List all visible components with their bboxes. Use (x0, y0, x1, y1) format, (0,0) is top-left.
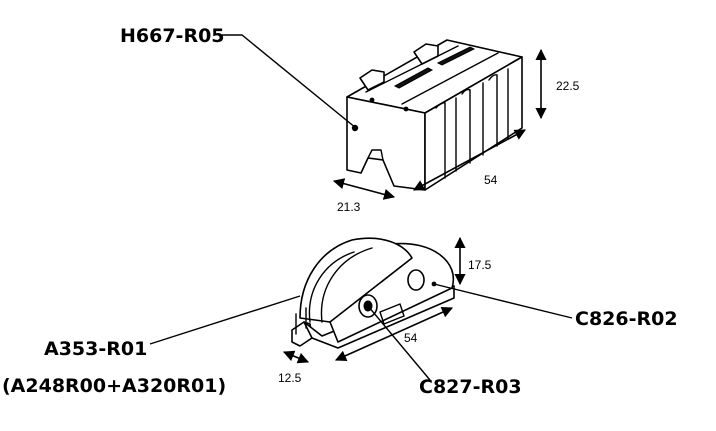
leader-line-right (433, 283, 573, 319)
bottom-part-drawing (291, 237, 455, 349)
bottom-length-dimension-line (334, 307, 454, 361)
dim-label-top-width: 21.3 (337, 200, 361, 214)
part-label-c827: C827-R03 (419, 376, 522, 398)
dim-label-top-height: 22.5 (556, 79, 580, 93)
top-width-dimension-line (332, 178, 396, 200)
leader-line-bottom (367, 305, 431, 381)
part-label-a353: A353-R01 (44, 338, 147, 360)
dim-label-bottom-length: 54 (404, 331, 418, 345)
part-label-c826: C826-R02 (575, 308, 678, 330)
bottom-width-dimension-line (282, 350, 310, 364)
part-label-a353-sub: (A248R00+A320R01) (2, 375, 226, 397)
leader-line-top (222, 34, 357, 129)
top-length-dimension-line (413, 129, 526, 191)
top-part-drawing (346, 39, 523, 191)
dim-label-bottom-width: 12.5 (278, 371, 302, 385)
leader-line-left (149, 295, 301, 345)
dim-label-top-length: 54 (484, 173, 498, 187)
dim-label-bottom-height: 17.5 (468, 258, 492, 272)
part-label-h667: H667-R05 (120, 25, 225, 47)
